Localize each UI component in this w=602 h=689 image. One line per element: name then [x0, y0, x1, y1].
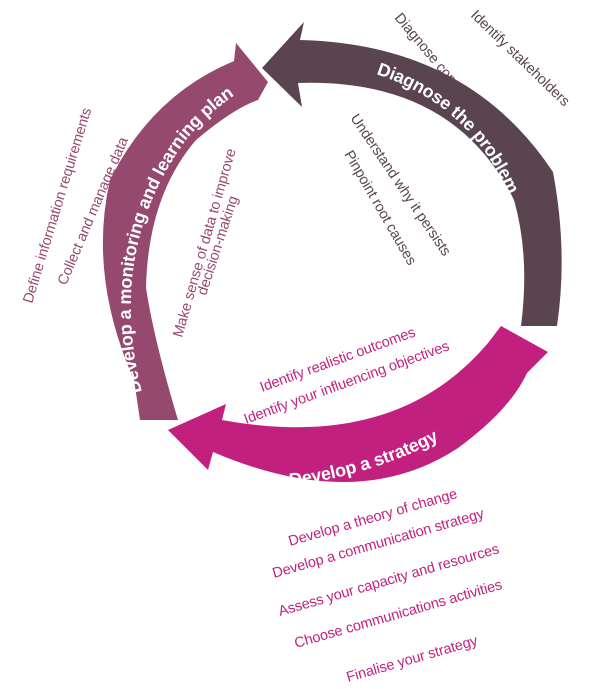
step-identify-stakeholders: Identify stakeholders — [467, 7, 572, 109]
step-diagnose-complexity: Diagnose complexity and uncertainty — [391, 10, 554, 200]
step-make-sense-of-data: Make sense of data to improve — [170, 147, 239, 339]
step-finalise-strategy: Finalise your strategy — [345, 633, 481, 686]
monitoring-arrow — [102, 43, 268, 420]
diagnose-arrow — [262, 22, 562, 326]
strategy-arrow — [168, 326, 548, 483]
